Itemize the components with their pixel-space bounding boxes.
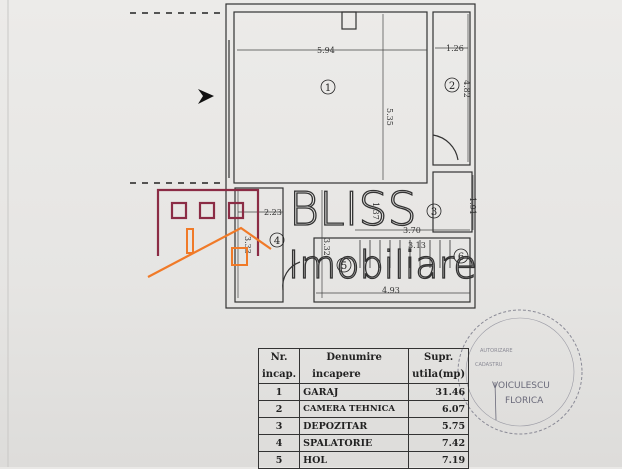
official-stamp: AUTORIZARE CADASTRU VOICULESCU FLORICA: [457, 309, 583, 435]
cell-name: CAMERA TEHNICA: [299, 400, 410, 418]
stairs: [359, 240, 451, 268]
entry-arrow-icon: [198, 89, 214, 104]
logo-brand-line2: Imobiliare: [288, 243, 477, 287]
room-number-4: 4: [274, 236, 280, 247]
dim-stair-offset: 1.37: [371, 202, 380, 220]
cell-area: 5.75: [408, 417, 470, 435]
cell-nr: 5: [257, 451, 301, 469]
cell-area: 7.42: [408, 434, 470, 452]
table-header-row: Nr. Denumire Supr.: [257, 348, 470, 366]
cell-nr: 4: [257, 434, 301, 452]
header-nr-2: incap.: [257, 366, 301, 384]
table-header-row-2: incap. incapere utila(mp): [257, 366, 470, 384]
bliss-logo: BLISS Imobiliare: [147, 181, 477, 288]
dim-room3-width: 3.70: [403, 226, 421, 235]
svg-text:AUTORIZARE: AUTORIZARE: [480, 348, 513, 354]
dim-room5-height: 3.32: [322, 238, 331, 256]
dim-room3-height: 1.91: [468, 197, 477, 215]
header-area: Supr.: [408, 348, 470, 366]
room-number-5: 5: [341, 261, 347, 272]
header-name: Denumire: [299, 348, 410, 366]
cell-area: 6.07: [408, 400, 470, 418]
dim-room2-height: 4.82: [462, 80, 471, 98]
logo-brand-line1: BLISS: [289, 182, 417, 236]
logo-house-icon: [156, 188, 260, 256]
cell-nr: 3: [257, 417, 301, 435]
stamp-name-line1: VOICULESCU: [492, 381, 550, 391]
dimension-lines: [237, 14, 474, 298]
cell-name: GARAJ: [299, 383, 410, 401]
room-number-1: 1: [325, 83, 331, 94]
cell-nr: 2: [257, 400, 301, 418]
header-area-2: utila(mp): [408, 366, 470, 384]
svg-text:CADASTRU: CADASTRU: [475, 362, 503, 368]
walls: [225, 3, 476, 309]
room-number-circles: [269, 77, 469, 273]
header-nr: Nr.: [257, 348, 301, 366]
logo-roof-icon: [147, 226, 272, 278]
dim-stair-width: 3.13: [408, 241, 426, 250]
dim-room5-width: 4.93: [382, 286, 400, 295]
cell-name: HOL: [299, 451, 410, 469]
cell-name: SPALATORIE: [299, 434, 410, 452]
dim-room1-height: 5.35: [385, 108, 394, 126]
dim-room4-height: 3.33: [243, 236, 252, 254]
stamp-name-line2: FLORICA: [505, 396, 544, 406]
dim-room4-width: 2.23: [264, 208, 282, 217]
room-number-6: 6: [458, 252, 464, 263]
dim-room2-width: 1.26: [446, 44, 464, 53]
cell-area: 7.19: [408, 451, 470, 469]
header-name-2: incapere: [299, 366, 410, 384]
room-number-3: 3: [431, 207, 437, 218]
cell-name: DEPOZITAR: [299, 417, 410, 435]
cell-nr: 1: [257, 383, 301, 401]
cell-area: 31.46: [408, 383, 470, 401]
dim-room1-width: 5.94: [317, 46, 335, 55]
dimension-labels: 5.94 1.26 5.35 4.82 2.23 1.37 1.91 3.70 …: [243, 44, 477, 295]
room-area-table: Nr. Denumire Supr. incap. incapere utila…: [257, 348, 470, 469]
room-number-2: 2: [449, 81, 455, 92]
